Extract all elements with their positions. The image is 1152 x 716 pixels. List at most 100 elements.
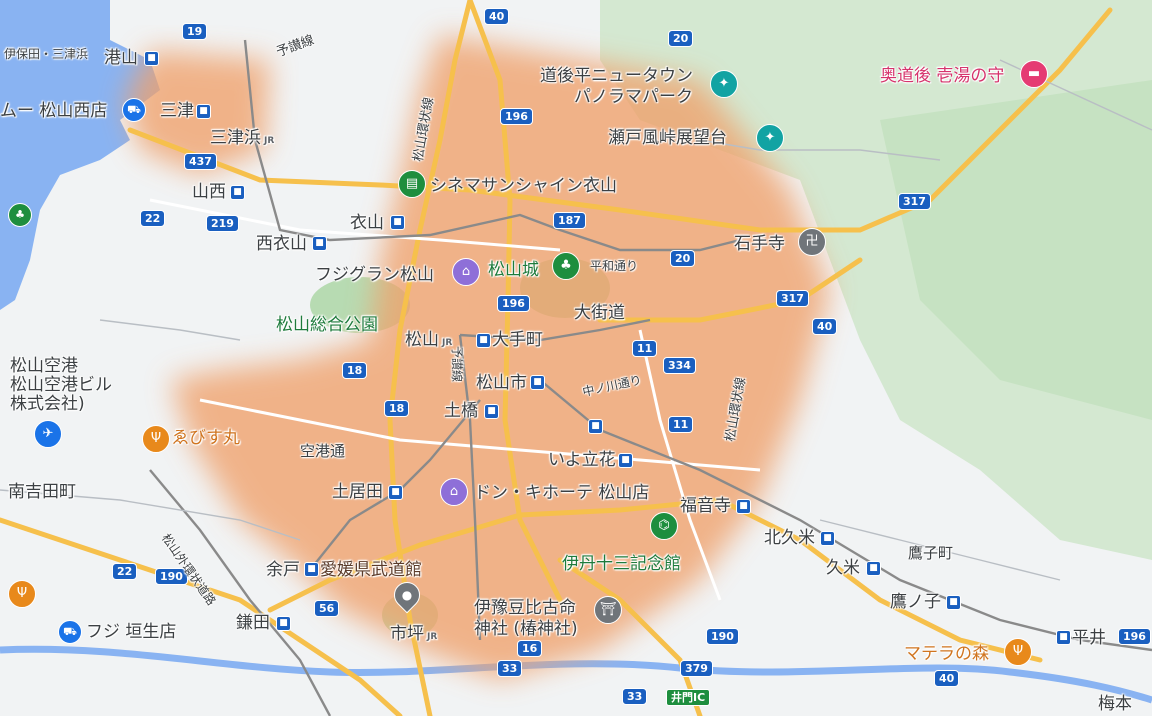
dogo-newtown-line-2: パノラマパーク bbox=[574, 87, 693, 107]
poi-label-setokaze[interactable]: 瀬戸風峠展望台 bbox=[608, 128, 727, 148]
train-station-icon[interactable]: ■ bbox=[304, 562, 319, 577]
interchange-badge[interactable]: 井門IC bbox=[666, 689, 711, 706]
poi-label-ebisu-maru[interactable]: ゑびす丸 bbox=[172, 428, 240, 448]
train-station-icon[interactable]: ■ bbox=[866, 561, 881, 576]
station-label-yodo[interactable]: 余戸 bbox=[266, 560, 300, 580]
station-label-doikoda[interactable]: 土居田 bbox=[332, 482, 383, 502]
shrine-icon[interactable]: ⛩ bbox=[594, 596, 622, 624]
train-station-icon[interactable]: ■ bbox=[144, 51, 159, 66]
park-icon[interactable]: ♣ bbox=[552, 252, 580, 280]
station-label-fukuonji[interactable]: 福音寺 bbox=[680, 496, 731, 516]
park-icon[interactable]: ♣ bbox=[8, 203, 32, 227]
station-label-hirai[interactable]: 平井 bbox=[1072, 628, 1106, 648]
poi-label-ishiteji[interactable]: 石手寺 bbox=[734, 234, 785, 254]
poi-label-airport[interactable]: 松山空港松山空港ビル株式会社) bbox=[10, 357, 112, 414]
poi-label-okudogo[interactable]: 奥道後 壱湯の守 bbox=[880, 66, 1005, 86]
shopping-cart-icon[interactable]: ⛟ bbox=[122, 98, 146, 122]
airport-icon[interactable]: ✈ bbox=[34, 420, 62, 448]
train-station-icon[interactable]: ■ bbox=[388, 485, 403, 500]
museum-icon[interactable]: ⌬ bbox=[650, 512, 678, 540]
airport-line-3: 株式会社) bbox=[10, 394, 85, 414]
station-label-umemoto[interactable]: 梅本 bbox=[1098, 694, 1132, 714]
restaurant-icon[interactable]: Ψ bbox=[8, 580, 36, 608]
poi-label-donki[interactable]: ドン・キホーテ 松山店 bbox=[474, 483, 650, 503]
temple-icon[interactable]: 卍 bbox=[798, 228, 826, 256]
poi-label-cinema[interactable]: シネマサンシャイン衣山 bbox=[430, 176, 617, 196]
train-station-icon[interactable]: ■ bbox=[484, 404, 499, 419]
train-station-icon[interactable]: ■ bbox=[736, 499, 751, 514]
road-badge-33b: 33 bbox=[622, 688, 648, 705]
store-label-matsuyama-nishi[interactable]: ムー 松山西店 bbox=[0, 101, 108, 121]
poi-label-budokan[interactable]: 愛媛県武道館 bbox=[320, 560, 422, 580]
station-label-minatoyama[interactable]: 港山 bbox=[104, 48, 138, 68]
poi-label-izuhiko-shrine[interactable]: 伊豫豆比古命神社 (椿神社) bbox=[474, 598, 578, 640]
road-badge-187: 187 bbox=[553, 212, 586, 229]
river bbox=[0, 645, 1152, 704]
train-station-icon[interactable]: ■ bbox=[1056, 630, 1071, 645]
train-station-icon[interactable]: ■ bbox=[276, 616, 291, 631]
station-label-iyo-tachibana[interactable]: いよ立花 bbox=[548, 450, 616, 470]
train-station-icon[interactable]: ■ bbox=[196, 104, 211, 119]
station-label-kume[interactable]: 久米 bbox=[826, 558, 860, 578]
station-label-mitsu[interactable]: 三津 bbox=[160, 101, 194, 121]
airport-line-2: 松山空港ビル bbox=[10, 375, 112, 395]
dogo-newtown-line-1: 道後平ニュータウン bbox=[540, 66, 693, 86]
station-label-dohashi[interactable]: 土橋 bbox=[444, 401, 478, 421]
road-badge-11b: 11 bbox=[668, 416, 694, 433]
place-label-minamiyoshida: 南吉田町 bbox=[8, 482, 76, 502]
station-label-matsuyamashi[interactable]: 松山市 bbox=[476, 373, 527, 393]
station-label-kitakume[interactable]: 北久米 bbox=[764, 528, 815, 548]
restaurant-icon[interactable]: Ψ bbox=[142, 425, 170, 453]
rail-label-yosan-2: 予讃線 bbox=[450, 346, 464, 383]
train-station-icon[interactable]: ■ bbox=[618, 453, 633, 468]
restaurant-icon[interactable]: Ψ bbox=[1004, 638, 1032, 666]
train-station-icon[interactable]: ■ bbox=[820, 531, 835, 546]
airport-line-1: 松山空港 bbox=[10, 356, 78, 376]
shopping-cart-icon[interactable]: ⛟ bbox=[58, 620, 82, 644]
viewpoint-icon[interactable]: ✦ bbox=[756, 124, 784, 152]
viewpoint-icon[interactable]: ✦ bbox=[710, 70, 738, 98]
place-label-iyo-mitsuhama[interactable]: 伊保田・三津浜 bbox=[4, 47, 89, 61]
road-badge-40b: 40 bbox=[812, 318, 838, 335]
poi-label-matera-forest[interactable]: マテラの森 bbox=[904, 644, 989, 664]
poi-label-matsuyama-castle[interactable]: 松山城 bbox=[488, 260, 539, 280]
train-station-icon[interactable]: ■ bbox=[946, 595, 961, 610]
poi-label-itami-museum[interactable]: 伊丹十三記念館 bbox=[562, 554, 681, 574]
hotel-icon[interactable]: ▬ bbox=[1020, 60, 1048, 88]
shopping-bag-icon[interactable]: ⌂ bbox=[440, 478, 468, 506]
road-badge-19: 19 bbox=[182, 23, 208, 40]
sea bbox=[0, 0, 160, 310]
station-label-yamanishi[interactable]: 山西 bbox=[192, 182, 226, 202]
train-station-icon[interactable]: ■ bbox=[312, 236, 327, 251]
road-badge-56: 56 bbox=[314, 600, 340, 617]
poi-label-fujigran[interactable]: フジグラン松山 bbox=[315, 265, 434, 285]
station-label-kamada[interactable]: 鎌田 bbox=[236, 613, 270, 633]
poi-label-fuji-kaki[interactable]: フジ 垣生店 bbox=[86, 622, 177, 642]
road-badge-317: 317 bbox=[898, 193, 931, 210]
road-badge-437: 437 bbox=[184, 153, 217, 170]
station-label-nishikinuyama[interactable]: 西衣山 bbox=[256, 234, 307, 254]
road-badge-196: 196 bbox=[500, 108, 533, 125]
poi-label-dogo-newtown[interactable]: 道後平ニュータウンパノラマパーク bbox=[540, 66, 693, 108]
train-station-icon[interactable]: ■ bbox=[588, 419, 603, 434]
forest-area-dark bbox=[880, 80, 1152, 420]
train-station-icon[interactable]: ■ bbox=[390, 215, 405, 230]
jr-mark: JR bbox=[427, 632, 438, 642]
izuhiko-line-2: 神社 (椿神社) bbox=[474, 619, 578, 639]
station-label-otemachi[interactable]: 大手町 bbox=[492, 330, 543, 350]
train-station-icon[interactable]: ■ bbox=[476, 333, 491, 348]
station-label-takanoko[interactable]: 鷹ノ子 bbox=[890, 592, 941, 612]
road-badge-18: 18 bbox=[342, 362, 368, 379]
train-station-icon[interactable]: ■ bbox=[230, 185, 245, 200]
shopping-bag-icon[interactable]: ⌂ bbox=[452, 258, 480, 286]
road-badge-20b: 20 bbox=[670, 250, 696, 267]
train-station-icon[interactable]: ■ bbox=[530, 375, 545, 390]
poi-label-sogo-park[interactable]: 松山総合公園 bbox=[276, 315, 378, 335]
cinema-icon[interactable]: ▤ bbox=[398, 170, 426, 198]
jr-mark: JR bbox=[264, 136, 275, 146]
station-label-kinuyama[interactable]: 衣山 bbox=[350, 213, 384, 233]
